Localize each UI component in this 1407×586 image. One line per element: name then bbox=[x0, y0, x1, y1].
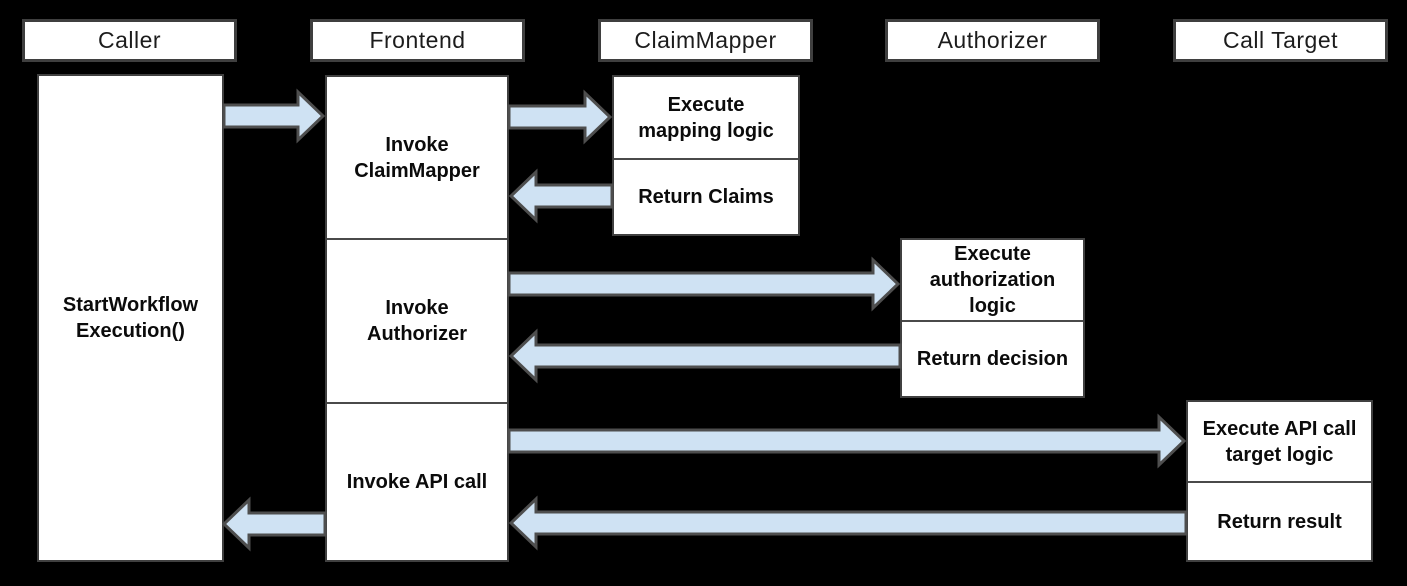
lane-header-claimmapper-label: ClaimMapper bbox=[634, 27, 777, 53]
arrow-frontend-to-claimmapper bbox=[507, 89, 613, 145]
calltarget-step1-label: Execute API call target logic bbox=[1202, 417, 1357, 466]
caller-step-label: StartWorkflow Execution() bbox=[62, 294, 199, 342]
frontend-activation-box: Invoke ClaimMapper Invoke Authorizer Inv… bbox=[325, 75, 509, 562]
calltarget-step2-label: Return result bbox=[1217, 510, 1342, 533]
claimmapper-activation-box: Execute mapping logic Return Claims bbox=[612, 75, 800, 236]
lane-header-caller: Caller bbox=[22, 19, 237, 62]
claimmapper-step2-label: Return Claims bbox=[638, 186, 774, 208]
arrow-claimmapper-to-frontend bbox=[508, 168, 614, 224]
caller-activation-box: StartWorkflow Execution() bbox=[37, 74, 224, 562]
claimmapper-step-return-claims: Return Claims bbox=[614, 158, 798, 234]
lane-header-caller-label: Caller bbox=[97, 27, 162, 53]
calltarget-step-return-result: Return result bbox=[1188, 481, 1371, 560]
frontend-step2-label: Invoke Authorizer bbox=[367, 297, 467, 345]
claimmapper-step1-label: Execute mapping logic bbox=[638, 93, 774, 142]
arrow-frontend-to-caller bbox=[221, 496, 327, 552]
lane-header-claimmapper: ClaimMapper bbox=[598, 19, 813, 62]
lane-header-authorizer: Authorizer bbox=[885, 19, 1100, 62]
frontend-step-invoke-api-call: Invoke API call bbox=[327, 402, 507, 560]
frontend-step-invoke-claimmapper: Invoke ClaimMapper bbox=[327, 77, 507, 238]
authorizer-step-execute-authorization-logic: Execute authorization logic bbox=[902, 240, 1083, 320]
lane-header-calltarget-label: Call Target bbox=[1222, 27, 1339, 53]
frontend-step3-label: Invoke API call bbox=[346, 471, 488, 493]
frontend-step1-label: Invoke ClaimMapper bbox=[354, 133, 480, 182]
lane-header-frontend: Frontend bbox=[310, 19, 525, 62]
authorizer-activation-box: Execute authorization logic Return decis… bbox=[900, 238, 1085, 398]
arrow-frontend-to-calltarget bbox=[507, 413, 1187, 469]
arrow-frontend-to-authorizer bbox=[507, 256, 901, 312]
arrow-caller-to-frontend bbox=[222, 88, 326, 144]
frontend-step-invoke-authorizer: Invoke Authorizer bbox=[327, 238, 507, 402]
arrow-calltarget-to-frontend bbox=[508, 495, 1188, 551]
calltarget-activation-box: Execute API call target logic Return res… bbox=[1186, 400, 1373, 562]
claimmapper-step-execute-mapping-logic: Execute mapping logic bbox=[614, 77, 798, 158]
arrow-authorizer-to-frontend bbox=[508, 328, 902, 384]
authorizer-step2-label: Return decision bbox=[916, 348, 1069, 370]
authorizer-step-return-decision: Return decision bbox=[902, 320, 1083, 396]
authorizer-step1-label: Execute authorization logic bbox=[929, 243, 1056, 317]
calltarget-step-execute-api-call-target-logic: Execute API call target logic bbox=[1188, 402, 1371, 481]
lane-header-calltarget: Call Target bbox=[1173, 19, 1388, 62]
caller-step-startworkflowexecution: StartWorkflow Execution() bbox=[39, 76, 222, 560]
lane-header-frontend-label: Frontend bbox=[369, 27, 466, 53]
lane-header-authorizer-label: Authorizer bbox=[937, 27, 1048, 53]
